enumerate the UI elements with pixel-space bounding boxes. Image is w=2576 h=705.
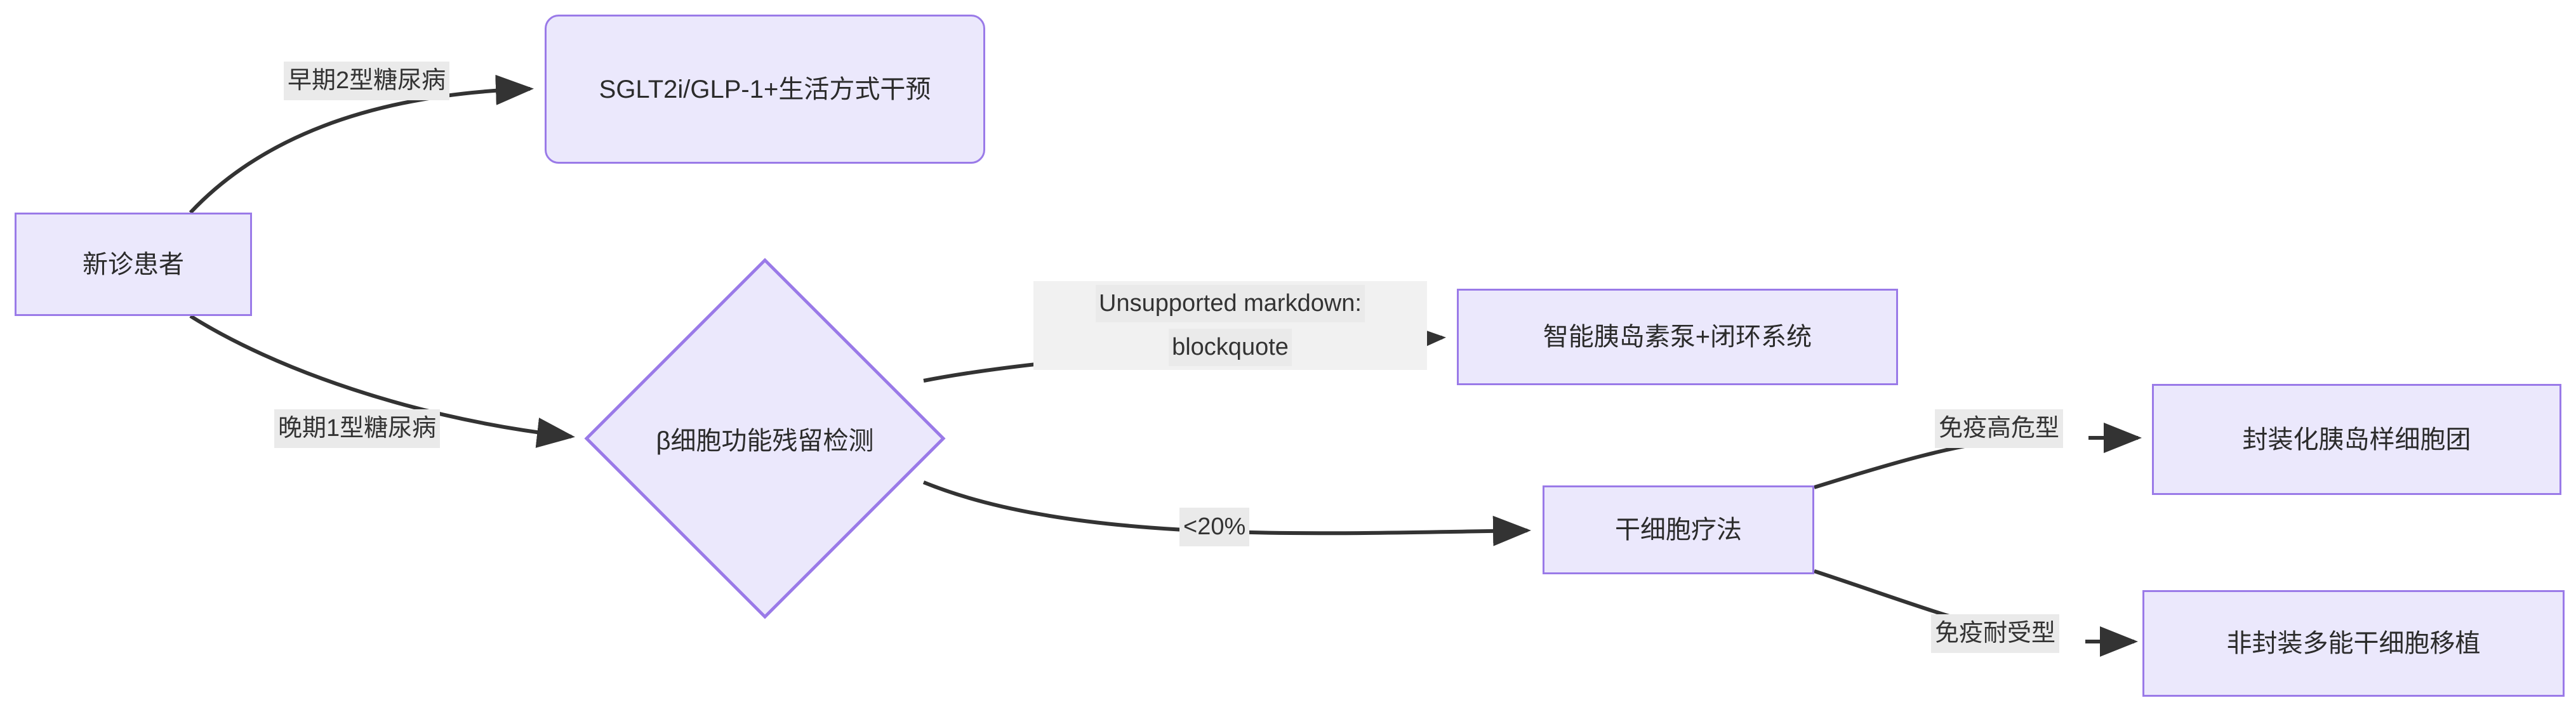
node-unencapsulated-stem-cell-transplant-label: 非封装多能干细胞移植 xyxy=(2226,629,2481,657)
edge-label-late-type1-diabetes: 晚期1型糖尿病 xyxy=(274,409,441,448)
node-encapsulated-islet-cluster-label: 封装化胰岛样细胞团 xyxy=(2242,425,2471,454)
edge-label-less-than-20-percent: <20% xyxy=(1179,508,1250,546)
edge-label-immune-high-risk: 免疫高危型 xyxy=(1935,409,2064,448)
edge-label-immune-tolerant: 免疫耐受型 xyxy=(1931,614,2060,653)
node-beta-cell-test[interactable]: β细胞功能残留检测 xyxy=(584,258,946,619)
edge-label-unsupported-markdown-blockquote: Unsupported markdown: blockquote xyxy=(1033,281,1427,370)
node-new-patient[interactable]: 新诊患者 xyxy=(15,213,252,316)
edge-n1-n2 xyxy=(189,74,534,214)
node-sglt2i-glp1-lifestyle[interactable]: SGLT2i/GLP-1+生活方式干预 xyxy=(545,15,985,164)
node-insulin-pump-closed-loop[interactable]: 智能胰岛素泵+闭环系统 xyxy=(1457,289,1898,385)
edge-n1-n3 xyxy=(189,314,575,448)
edge-label-line-1: Unsupported markdown: xyxy=(1096,285,1365,322)
node-beta-cell-test-label: β细胞功能残留检测 xyxy=(656,427,874,455)
node-stem-cell-therapy[interactable]: 干细胞疗法 xyxy=(1543,485,1814,574)
edge-label-line-2: blockquote xyxy=(1169,329,1292,366)
node-stem-cell-therapy-label: 干细胞疗法 xyxy=(1615,516,1742,544)
node-sglt2i-glp1-lifestyle-label: SGLT2i/GLP-1+生活方式干预 xyxy=(599,75,931,103)
diamond-shape xyxy=(584,258,946,619)
node-insulin-pump-closed-loop-label: 智能胰岛素泵+闭环系统 xyxy=(1543,323,1812,351)
node-unencapsulated-stem-cell-transplant[interactable]: 非封装多能干细胞移植 xyxy=(2142,590,2565,697)
node-new-patient-label: 新诊患者 xyxy=(83,250,184,279)
edge-label-early-type2-diabetes: 早期2型糖尿病 xyxy=(284,62,450,100)
node-encapsulated-islet-cluster[interactable]: 封装化胰岛样细胞团 xyxy=(2152,384,2561,495)
